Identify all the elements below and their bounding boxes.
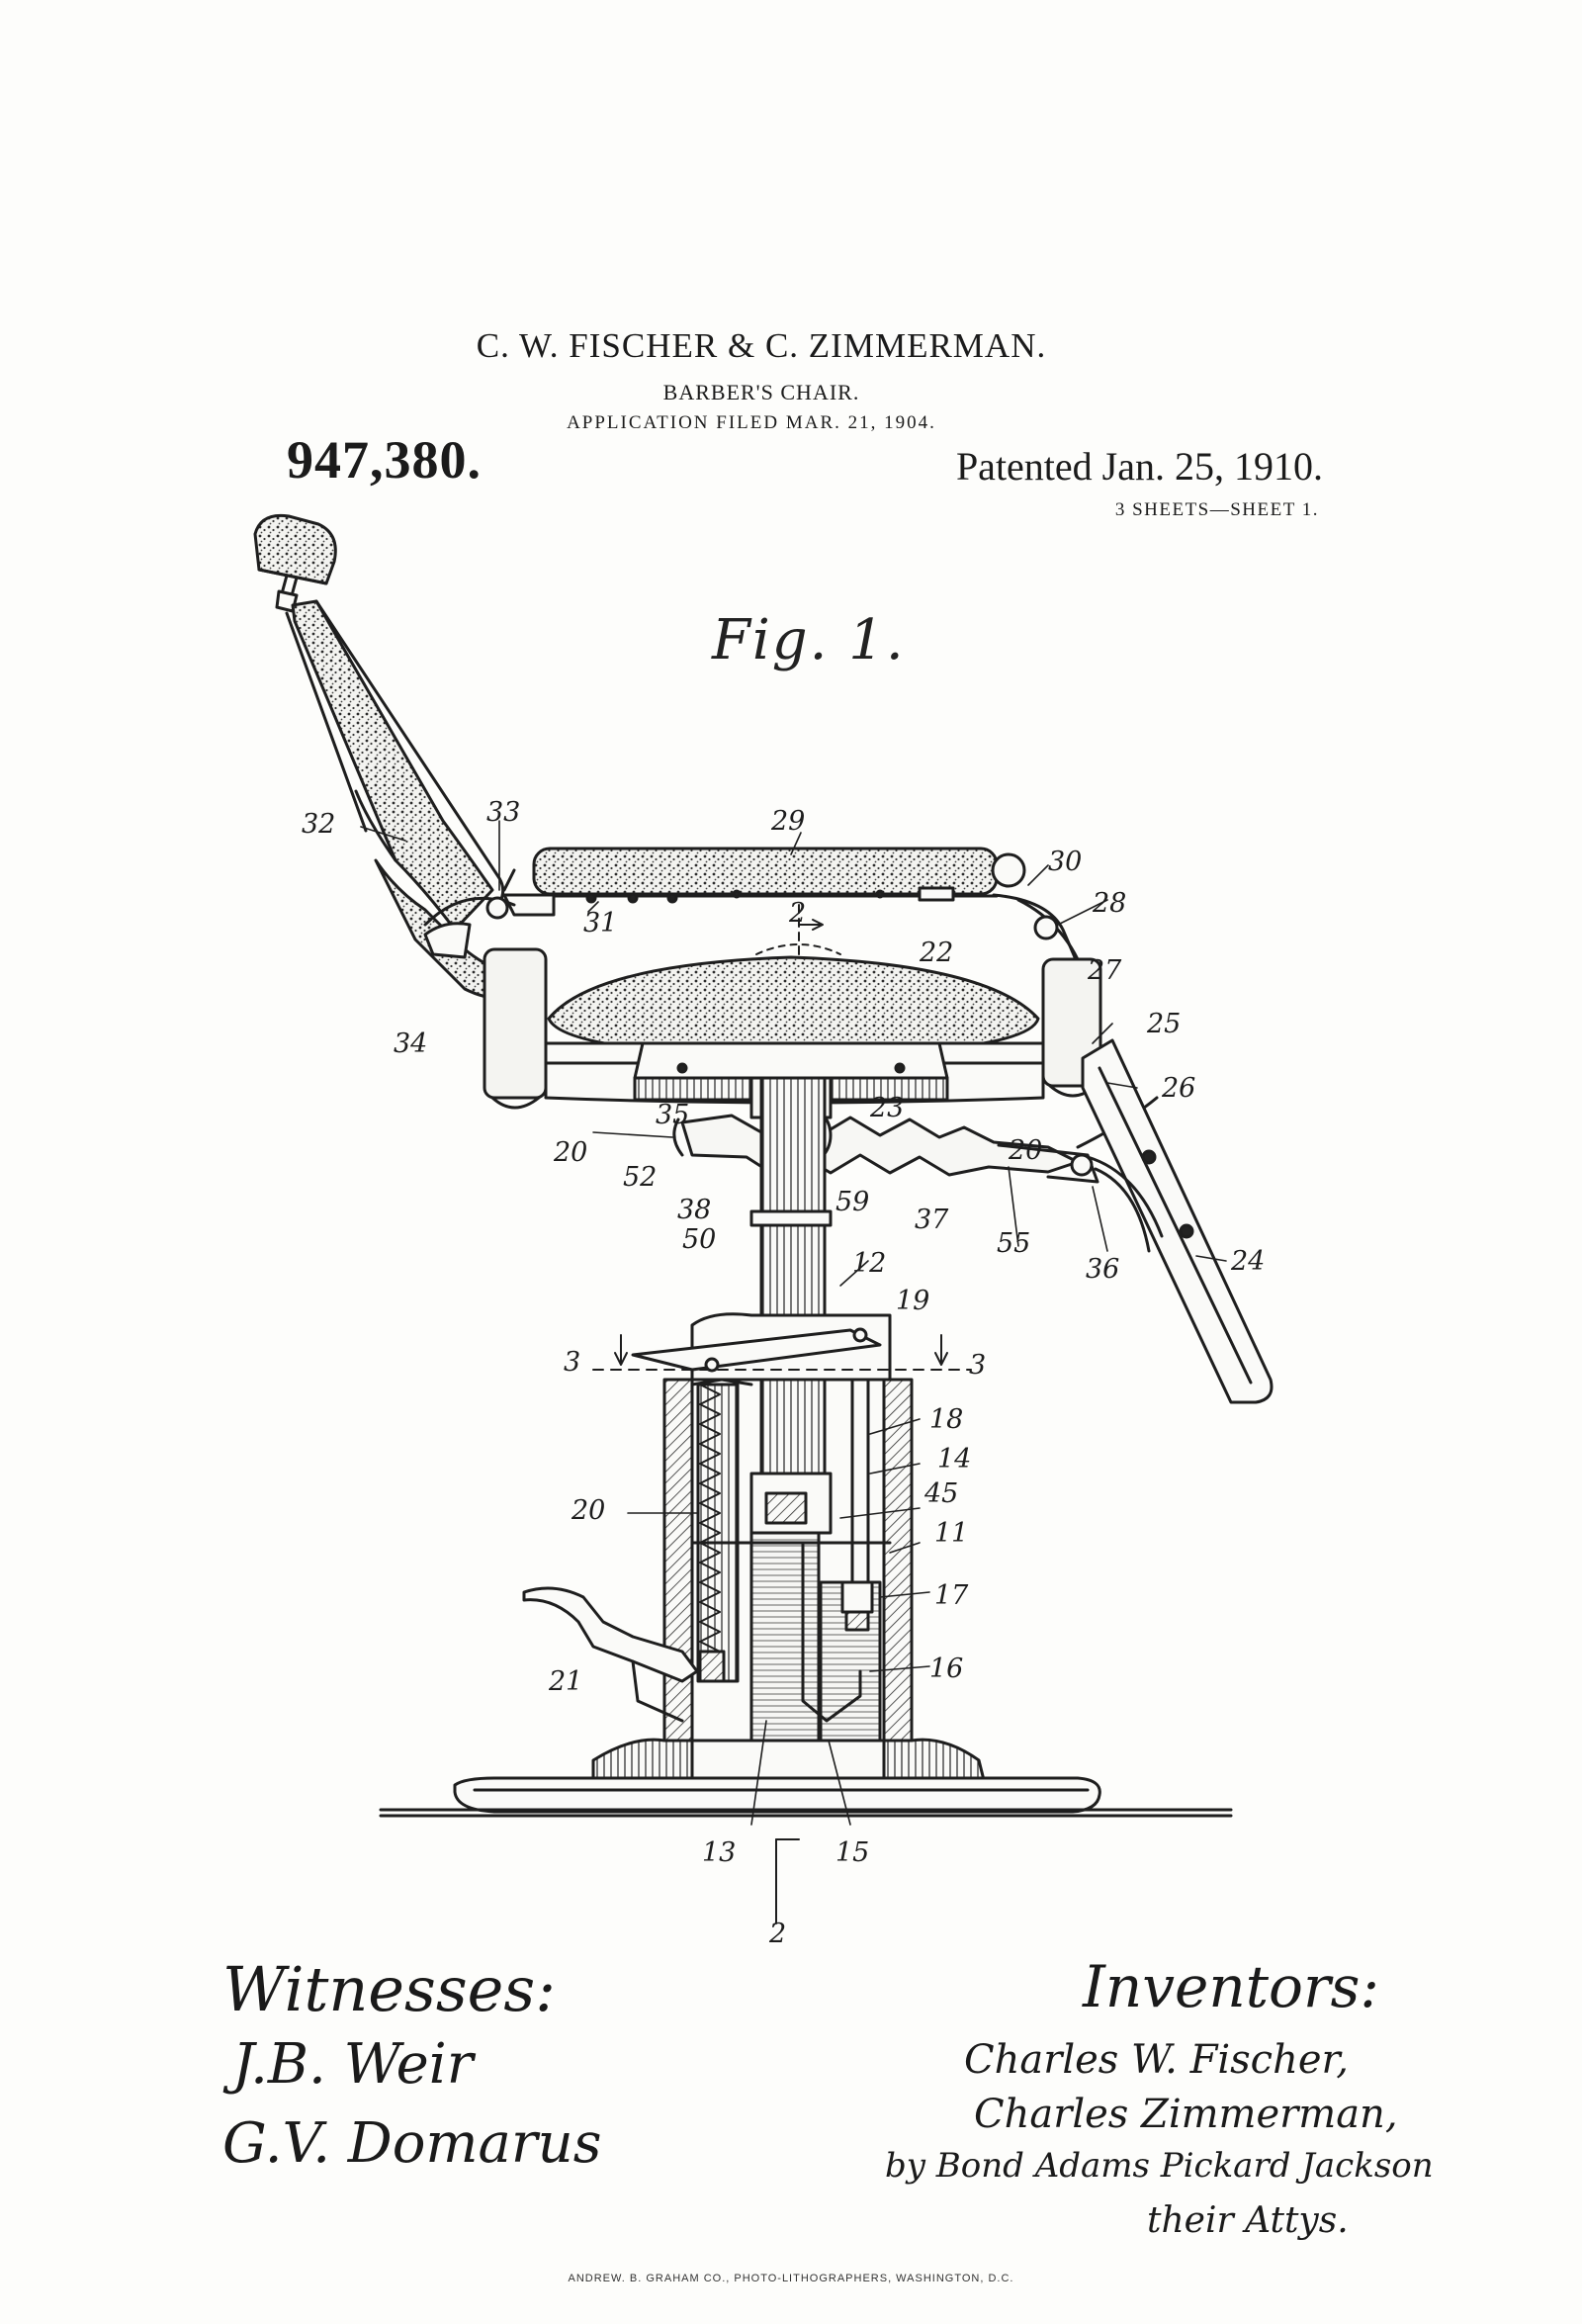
label-32: 32 [302, 809, 336, 840]
label-17: 17 [934, 1580, 969, 1611]
leader-lines [360, 820, 1227, 1826]
label-2-top: 2 [789, 898, 807, 929]
invention-title: BARBER'S CHAIR. [662, 380, 860, 404]
label-16: 16 [929, 1654, 964, 1684]
label-20-seat: 20 [554, 1137, 588, 1168]
label-3-right: 3 [969, 1350, 987, 1381]
label-29: 29 [771, 806, 806, 837]
label-14: 14 [937, 1444, 972, 1475]
label-19: 19 [896, 1286, 930, 1316]
label-28: 28 [1093, 888, 1127, 919]
attorney-role: their Attys. [1147, 2200, 1349, 2241]
ratchet-mechanism [672, 1096, 1159, 1208]
label-52: 52 [623, 1162, 658, 1193]
seat-cushion [547, 955, 1040, 1058]
witness-signature-2: G.V. Domarus [222, 2111, 602, 2176]
base-plate [453, 1738, 1101, 1814]
label-21: 21 [549, 1666, 583, 1697]
label-59: 59 [835, 1187, 870, 1217]
leg-rest [1081, 1038, 1274, 1404]
witness-signature-1: J.B. Weir [232, 2032, 474, 2097]
label-45: 45 [924, 1478, 959, 1509]
label-36: 36 [1086, 1254, 1120, 1285]
figure-caption: Fig. 1. [712, 608, 906, 672]
label-34: 34 [394, 1028, 428, 1059]
label-12: 12 [852, 1248, 887, 1279]
label-37: 37 [915, 1205, 949, 1235]
section-line-2-2 [755, 904, 841, 1924]
lithographer-imprint: ANDREW. B. GRAHAM CO., PHOTO-LITHOGRAPHE… [568, 2273, 1014, 2284]
label-20-right: 20 [1009, 1135, 1043, 1166]
inventor-signature-2: Charles Zimmerman, [974, 2092, 1398, 2137]
label-38: 38 [677, 1195, 712, 1225]
label-18: 18 [929, 1404, 964, 1435]
section-line-3-3 [592, 1334, 972, 1371]
label-31: 31 [583, 908, 618, 939]
application-filed: APPLICATION FILED MAR. 21, 1904. [567, 412, 936, 433]
label-26: 26 [1162, 1073, 1196, 1104]
label-20-column: 20 [571, 1495, 606, 1526]
label-30: 30 [1048, 847, 1083, 877]
label-22: 22 [920, 938, 954, 968]
inventors-line: C. W. FISCHER & C. ZIMMERMAN. [476, 326, 1047, 365]
pump-spring [698, 1384, 726, 1683]
witnesses-heading: Witnesses: [222, 1953, 557, 2025]
label-15: 15 [835, 1837, 870, 1868]
label-55: 55 [997, 1228, 1031, 1259]
label-24: 24 [1231, 1246, 1266, 1277]
label-23: 23 [870, 1093, 905, 1123]
label-27: 27 [1088, 955, 1122, 986]
patented-date: Patented Jan. 25, 1910. [955, 444, 1323, 489]
label-13: 13 [702, 1837, 737, 1868]
label-11: 11 [934, 1518, 969, 1549]
attorney-signature: by Bond Adams Pickard Jackson [885, 2146, 1434, 2186]
headrest [253, 513, 337, 613]
arm-rest [502, 847, 1026, 917]
inventor-signature-1: Charles W. Fischer, [964, 2037, 1349, 2083]
foot-pedal [522, 1586, 699, 1723]
hydraulic-column [631, 1312, 914, 1747]
label-25: 25 [1147, 1009, 1182, 1039]
label-35: 35 [656, 1100, 690, 1130]
label-3-left: 3 [564, 1347, 581, 1378]
label-50: 50 [682, 1224, 717, 1255]
label-33: 33 [486, 797, 521, 828]
inventors-heading: Inventors: [1083, 1953, 1379, 2020]
sheet-count: 3 SHEETS—SHEET 1. [1114, 499, 1319, 520]
label-2-bottom: 2 [769, 1919, 787, 1949]
patent-number: 947,380. [287, 430, 482, 490]
